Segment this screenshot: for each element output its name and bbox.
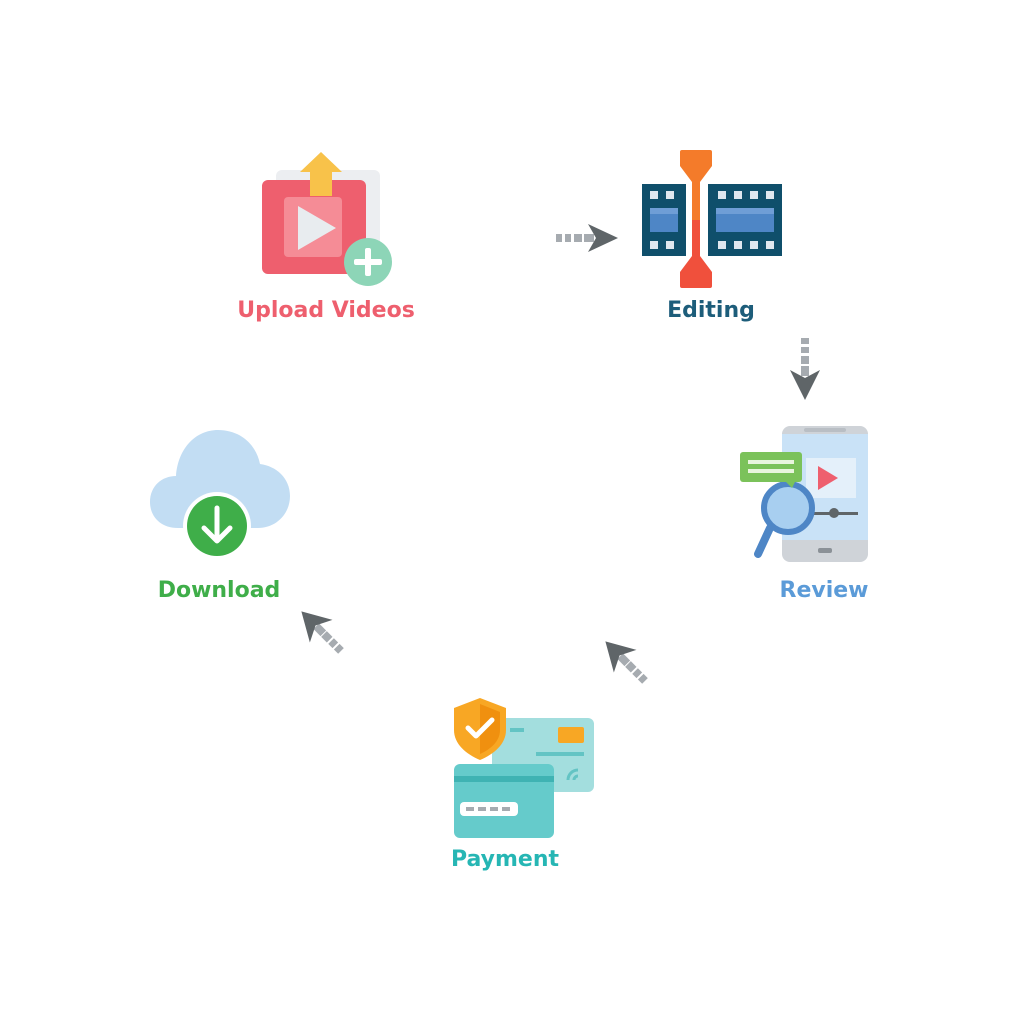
video-upload-icon (262, 152, 392, 286)
arrow-up-left-icon (301, 611, 344, 654)
review-label: Review (779, 578, 869, 603)
upload-videos-label: Upload Videos (237, 298, 415, 323)
film-editing-icon (642, 150, 782, 288)
editing-label: Editing (667, 298, 755, 323)
download-label: Download (157, 578, 281, 603)
mobile-review-icon (740, 426, 868, 562)
arrow-down-icon (790, 338, 820, 400)
cloud-download-icon (150, 430, 290, 560)
credit-card-payment-icon (454, 698, 594, 838)
arrow-down-left-icon (605, 641, 648, 684)
payment-label: Payment (450, 847, 560, 872)
arrow-right-icon (556, 224, 618, 252)
